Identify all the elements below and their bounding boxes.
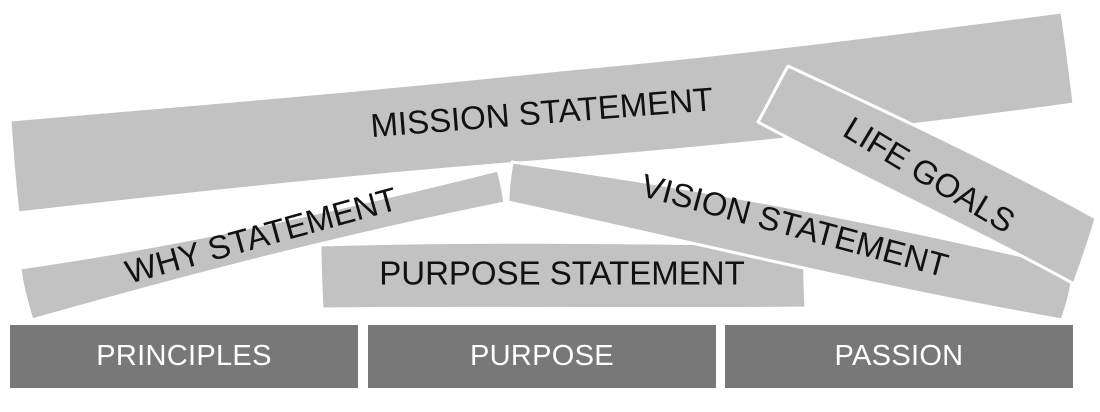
purpose-label: PURPOSE xyxy=(470,340,614,372)
principles-block: PRINCIPLES xyxy=(10,325,358,388)
passion-label: PASSION xyxy=(834,340,964,372)
passion-block: PASSION xyxy=(725,325,1073,388)
purpose-block: PURPOSE xyxy=(368,325,716,388)
mission-statement-plank: MISSION STATEMENT xyxy=(8,10,1076,215)
purpose-statement-label: PURPOSE STATEMENT xyxy=(379,255,744,292)
purpose-statement-plank: PURPOSE STATEMENT xyxy=(318,240,808,311)
principles-label: PRINCIPLES xyxy=(96,340,272,372)
